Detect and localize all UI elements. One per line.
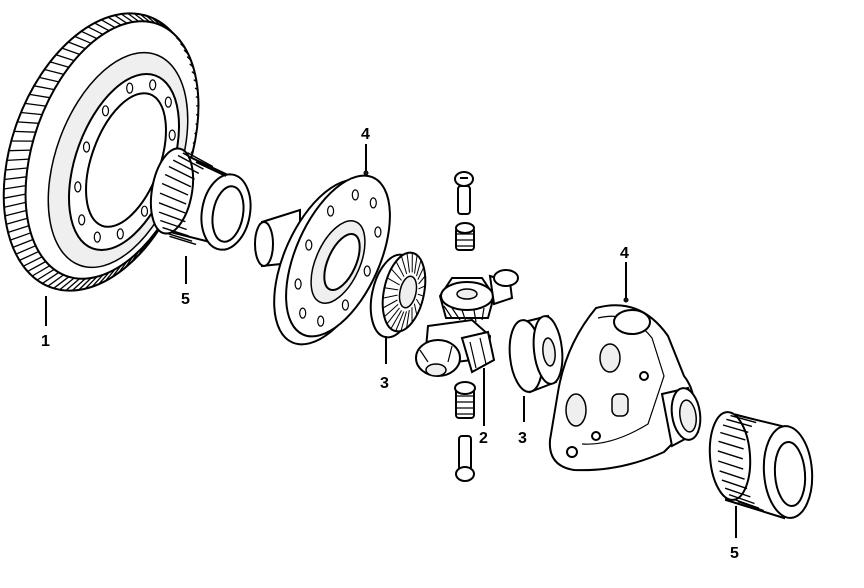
side-gear-left-part-3: [369, 251, 427, 339]
bearing-left-rollers: [158, 152, 214, 246]
pinion-pin-bottom: [455, 435, 475, 482]
pinion-pin-top: [454, 171, 475, 251]
bearing-left-part-5: [149, 147, 252, 251]
label-4-flange-case: 4: [361, 126, 370, 143]
bearing-right-part-5: [708, 411, 814, 520]
differential-case-part-4: [548, 304, 702, 472]
label-2-pinion-set: 2: [479, 430, 488, 447]
label-5-bearing-left: 5: [181, 291, 190, 308]
side-gear-left-teeth: [382, 252, 426, 332]
flange-case-part-4: [254, 174, 391, 346]
label-4-differential-case: 4: [620, 245, 629, 262]
side-gear-right-part-3: [508, 314, 564, 394]
flange-bolt-holes: [294, 189, 382, 327]
label-3-side-gear-right: 3: [518, 430, 527, 447]
bearing-right-rollers: [717, 413, 765, 512]
label-1-ring-gear: 1: [41, 333, 50, 350]
pinion-gear-set-part-2: [415, 269, 519, 419]
label-5-bearing-right: 5: [730, 545, 739, 562]
label-3-side-gear-left: 3: [380, 375, 389, 392]
